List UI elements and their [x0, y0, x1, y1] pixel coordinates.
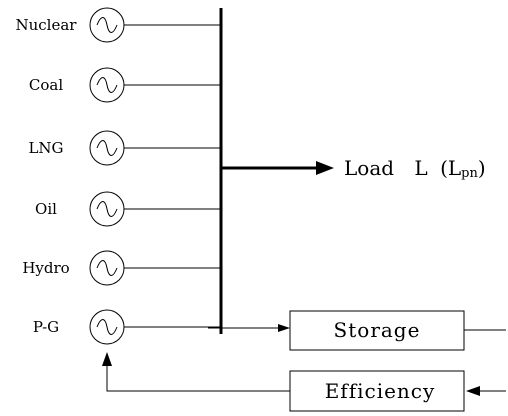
ac-source-sine-icon: [96, 201, 118, 217]
ac-source-sine-icon: [96, 77, 118, 93]
ac-source-sine-icon: [96, 260, 118, 276]
generator-label: LNG: [28, 139, 63, 157]
efficiency-label: Efficiency: [325, 379, 436, 403]
generator-label: Hydro: [22, 259, 69, 277]
ac-source-sine-icon: [96, 17, 118, 33]
storage-label: Storage: [334, 318, 421, 342]
load-label: Load L (Lpn): [344, 156, 486, 181]
generator-label: P-G: [33, 318, 59, 336]
feedback-line: [106, 362, 290, 392]
ac-source-sine-icon: [96, 319, 118, 335]
generator-label: Coal: [29, 76, 63, 94]
efficiency-box: [289, 370, 465, 412]
load-arrowhead-icon: [316, 161, 334, 175]
storage-arrowhead-icon: [278, 324, 290, 332]
generator-label: Oil: [35, 200, 57, 218]
ac-source-sine-icon: [96, 140, 118, 156]
efficiency-in-arrowhead-icon: [466, 386, 480, 396]
generator-label: Nuclear: [16, 16, 78, 34]
feedback-arrowhead-icon: [102, 352, 112, 366]
